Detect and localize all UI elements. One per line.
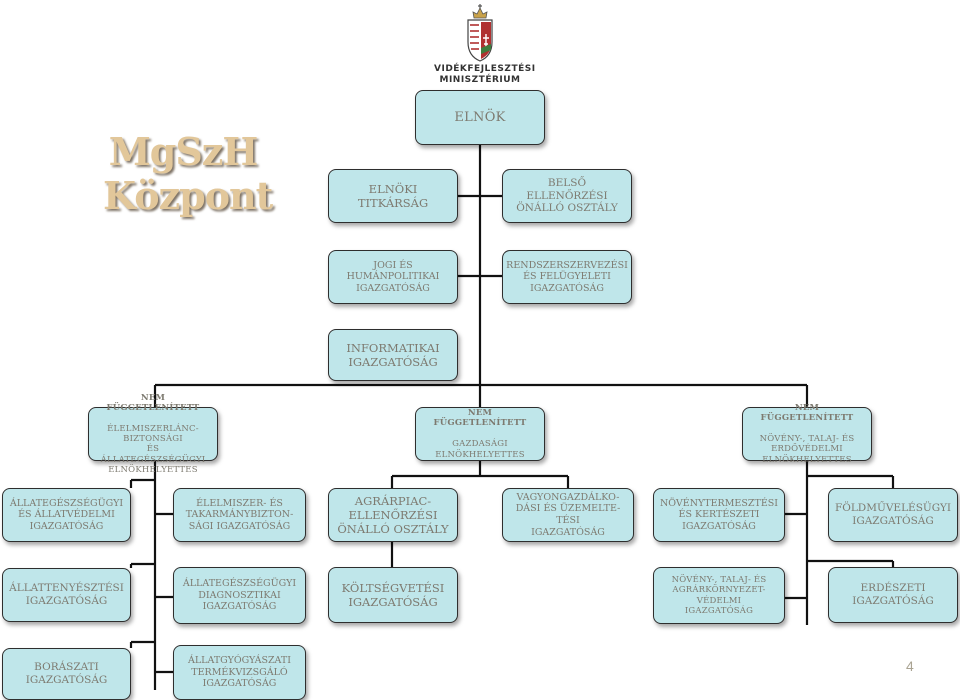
nf-label: NEM FÜGGETLENÍTETT [106, 392, 200, 413]
box-allategeszsegugyi-allatvedelmi[interactable]: ÁLLATEGÉSZSÉGÜGYI ÉS ÁLLATVÉDELMI IGAZGA… [2, 488, 131, 542]
elnokhelyettes-label: ÉLELMISZERLÁNC-BIZTONSÁGI ÉS ÁLLATEGÉSZS… [100, 423, 206, 476]
box-rendszerszervezesi[interactable]: RENDSZERSZERVEZÉSI ÉS FELÜGYELETI IGAZGA… [502, 250, 632, 304]
ministry-logo: VIDÉKFEJLESZTÉSI MINISZTÉRIUM [434, 4, 536, 88]
box-elnok[interactable]: ELNÖK [415, 90, 545, 145]
box-elelmiszer-takarmany[interactable]: ÉLELMISZER- ÉS TAKARMÁNYBIZTON- SÁGI IGA… [173, 488, 306, 542]
page-number: 4 [906, 658, 914, 674]
ministry-name-line1: VIDÉKFEJLESZTÉSI [434, 64, 536, 74]
box-vagyongazdalkodasi[interactable]: VAGYONGAZDÁLKO- DÁSI ÉS ÜZEMELTE-TÉSI IG… [502, 488, 634, 542]
page-title-line1: MgSzH [108, 129, 259, 174]
box-koltsegvetesi[interactable]: KÖLTSÉGVETÉSI IGAZGATÓSÁG [328, 567, 458, 623]
box-belso-ellenorzesi[interactable]: BELSŐ ELLENŐRZÉSI ÖNÁLLÓ OSZTÁLY [502, 169, 632, 223]
box-nf-gazdasagi-elnokhelyettes[interactable]: NEM FÜGGETLENÍTETT GAZDASÁGI ELNÖKHELYET… [415, 407, 545, 461]
ministry-name-line2: MINISZTÉRIUM [439, 75, 521, 85]
nf-label: NEM FÜGGETLENÍTETT [760, 402, 854, 424]
coat-of-arms-icon [467, 4, 493, 62]
box-foldmuvelesugyi[interactable]: FÖLDMŰVELÉSÜGYI IGAZGATÓSÁG [828, 488, 958, 542]
box-elnoki-titkarsag[interactable]: ELNÖKI TITKÁRSÁG [328, 169, 458, 223]
elnokhelyettes-label: GAZDASÁGI ELNÖKHELYETTES [435, 439, 525, 460]
nf-label: NEM FÜGGETLENÍTETT [433, 408, 527, 429]
box-nf-noveny-elnokhelyettes[interactable]: NEM FÜGGETLENÍTETT NÖVÉNY-, TALAJ- ÉS ER… [742, 403, 872, 465]
box-erdeszeti[interactable]: ERDÉSZETI IGAZGATÓSÁG [828, 567, 958, 623]
box-novenytermesztesi[interactable]: NÖVÉNYTERMESZTÉSI ÉS KERTÉSZETI IGAZGATÓ… [653, 488, 785, 542]
box-allattenyesztesi[interactable]: ÁLLATTENYÉSZTÉSI IGAZGATÓSÁG [2, 568, 131, 622]
box-informatikai[interactable]: INFORMATIKAI IGAZGATÓSÁG [328, 329, 458, 381]
elnokhelyettes-label: NÖVÉNY-, TALAJ- ÉS ERDŐVÉDELMI ELNÖKHELY… [759, 434, 855, 465]
page-title: MgSzH Központ [103, 129, 273, 218]
box-noveny-agrarkornyezet[interactable]: NÖVÉNY-, TALAJ- ÉS AGRÁRKÖRNYEZET- VÉDEL… [653, 567, 785, 624]
box-jogi-humanpolitikai[interactable]: JOGI ÉS HUMÁNPOLITIKAI IGAZGATÓSÁG [328, 250, 458, 304]
box-boraszati[interactable]: BORÁSZATI IGAZGATÓSÁG [2, 648, 131, 700]
box-agrarpiac-ellenorzesi[interactable]: AGRÁRPIAC- ELLENŐRZÉSI ÖNÁLLÓ OSZTÁLY [328, 488, 458, 542]
box-nf-elelmiszerlanc-elnokhelyettes[interactable]: NEM FÜGGETLENÍTETT ÉLELMISZERLÁNC-BIZTON… [88, 393, 218, 475]
box-allategeszsegugyi-diagnosztikai[interactable]: ÁLLATEGÉSZSÉGÜGYI DIAGNOSZTIKAI IGAZGATÓ… [173, 567, 306, 624]
page-title-line2: Központ [103, 172, 273, 218]
box-allatgyogyaszati[interactable]: ÁLLATGYÓGYÁSZATI TERMÉKVIZSGÁLÓ IGAZGATÓ… [173, 645, 306, 700]
